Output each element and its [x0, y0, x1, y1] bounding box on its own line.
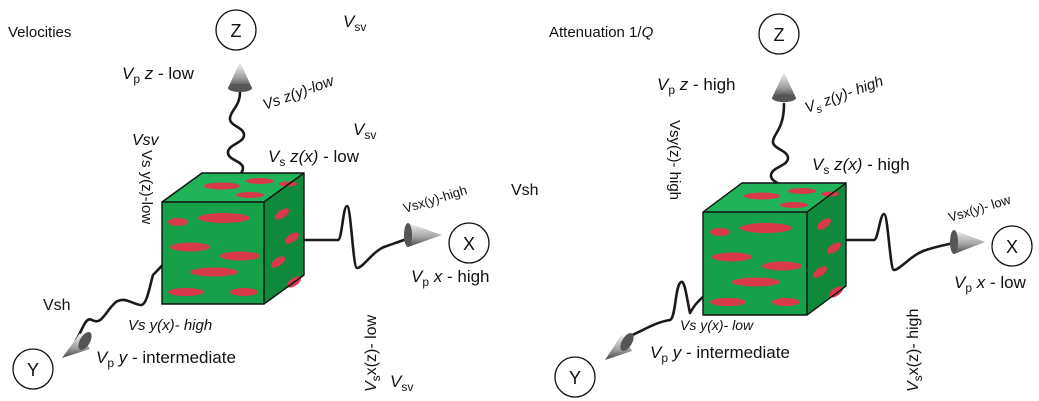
inclusion [246, 178, 274, 184]
wave-y [628, 280, 705, 338]
inclusion [813, 266, 827, 278]
wave-y [74, 254, 174, 342]
inclusion [710, 298, 746, 306]
left-cube [161, 172, 305, 305]
inclusion [788, 188, 816, 194]
inclusion [271, 256, 285, 268]
label-vsh-left: Vsh [43, 297, 71, 314]
inclusion [168, 218, 188, 226]
label-vp-x: Vp x - low [954, 273, 1027, 295]
wave-x [824, 212, 960, 272]
label-vp-z: Vp z - high [657, 75, 736, 97]
inclusion [821, 191, 839, 197]
inclusion [168, 288, 204, 296]
inclusion [732, 277, 780, 287]
label-vsv-mid: Vsv [353, 120, 376, 142]
axis-y-label: Y [27, 360, 39, 380]
label-vs-xy: Vsx(y)- low [946, 192, 1012, 225]
left-panel: Velocities [8, 9, 539, 394]
cube-side [807, 183, 846, 315]
inclusion [170, 242, 210, 252]
label-vs-xy: Vsx(y)-high [401, 182, 468, 216]
cube-side [264, 173, 304, 304]
axis-circle-icon: X [448, 222, 490, 264]
inclusion [220, 251, 260, 261]
axis-y-label: Y [569, 368, 581, 388]
label-vp-y: Vp y - intermediate [96, 348, 236, 370]
label-vs-yz: Vs y(z)-low [138, 150, 155, 224]
label-vp-x: Vp x - high [411, 267, 490, 289]
inclusion [740, 223, 792, 233]
cone-arrow-icon [62, 331, 92, 358]
label-vs-xz: Vsx(z)- low [363, 314, 383, 392]
cone-arrow-icon [772, 72, 796, 102]
left-panel-title: Velocities [8, 24, 71, 41]
inclusion [817, 218, 831, 230]
label-vs-yx: Vs y(x)- low [680, 317, 754, 333]
inclusion [780, 202, 808, 208]
axis-circle-icon: Z [215, 9, 257, 51]
inclusion [230, 288, 258, 296]
label-vs-zx: Vs z(x) - high [812, 155, 910, 177]
axis-circle-icon: Y [554, 356, 596, 398]
inclusion [744, 192, 780, 200]
axis-circle-icon: Z [758, 13, 800, 55]
inclusion [772, 298, 800, 306]
label-vs-zx: Vs z(x) - low [268, 147, 360, 169]
label-vs-yz: Vsy(z)- high [666, 120, 683, 200]
cone-arrow-icon [228, 62, 252, 92]
inclusion [762, 261, 802, 271]
label-vp-z: Vp z - low [122, 64, 195, 86]
label-vs-yx: Vs y(x)- high [128, 317, 212, 334]
label-vsv-left: Vsv [132, 132, 160, 149]
axis-z-label: Z [774, 25, 785, 45]
inclusion [236, 192, 264, 198]
inclusion [198, 213, 250, 223]
inclusion [710, 228, 730, 236]
label-vsh-right: Vsh [511, 182, 539, 199]
cone-arrow-icon [404, 223, 442, 247]
label-vs-zy: Vs z(y)-low [261, 72, 338, 114]
axis-x-label: X [1006, 237, 1018, 257]
inclusion [204, 182, 240, 190]
right-panel: Attenuation 1/Q [549, 13, 1033, 398]
inclusion [190, 267, 238, 277]
cone-arrow-icon [605, 332, 634, 360]
inclusion [712, 252, 752, 262]
wave-x [286, 204, 416, 270]
inclusion [285, 232, 299, 244]
label-vs-zy: Vs z(y)- high [803, 73, 887, 120]
axis-z-label: Z [231, 21, 242, 41]
right-panel-title: Attenuation 1/Q [549, 24, 654, 41]
inclusion [829, 286, 843, 298]
label-vp-y: Vp y - intermediate [650, 343, 790, 365]
inclusion [827, 242, 841, 254]
axis-circle-icon: X [991, 225, 1033, 267]
inclusion [275, 208, 289, 220]
label-vsv-bottom: Vsv [390, 372, 413, 394]
axis-x-label: X [463, 234, 475, 254]
label-vsv-top: Vsv [343, 12, 366, 34]
cone-arrow-icon [950, 230, 985, 254]
right-cube [702, 182, 847, 316]
label-vs-xz: Vsx(z)- high [905, 309, 925, 392]
wave-z [226, 90, 246, 189]
axis-circle-icon: Y [12, 348, 54, 390]
